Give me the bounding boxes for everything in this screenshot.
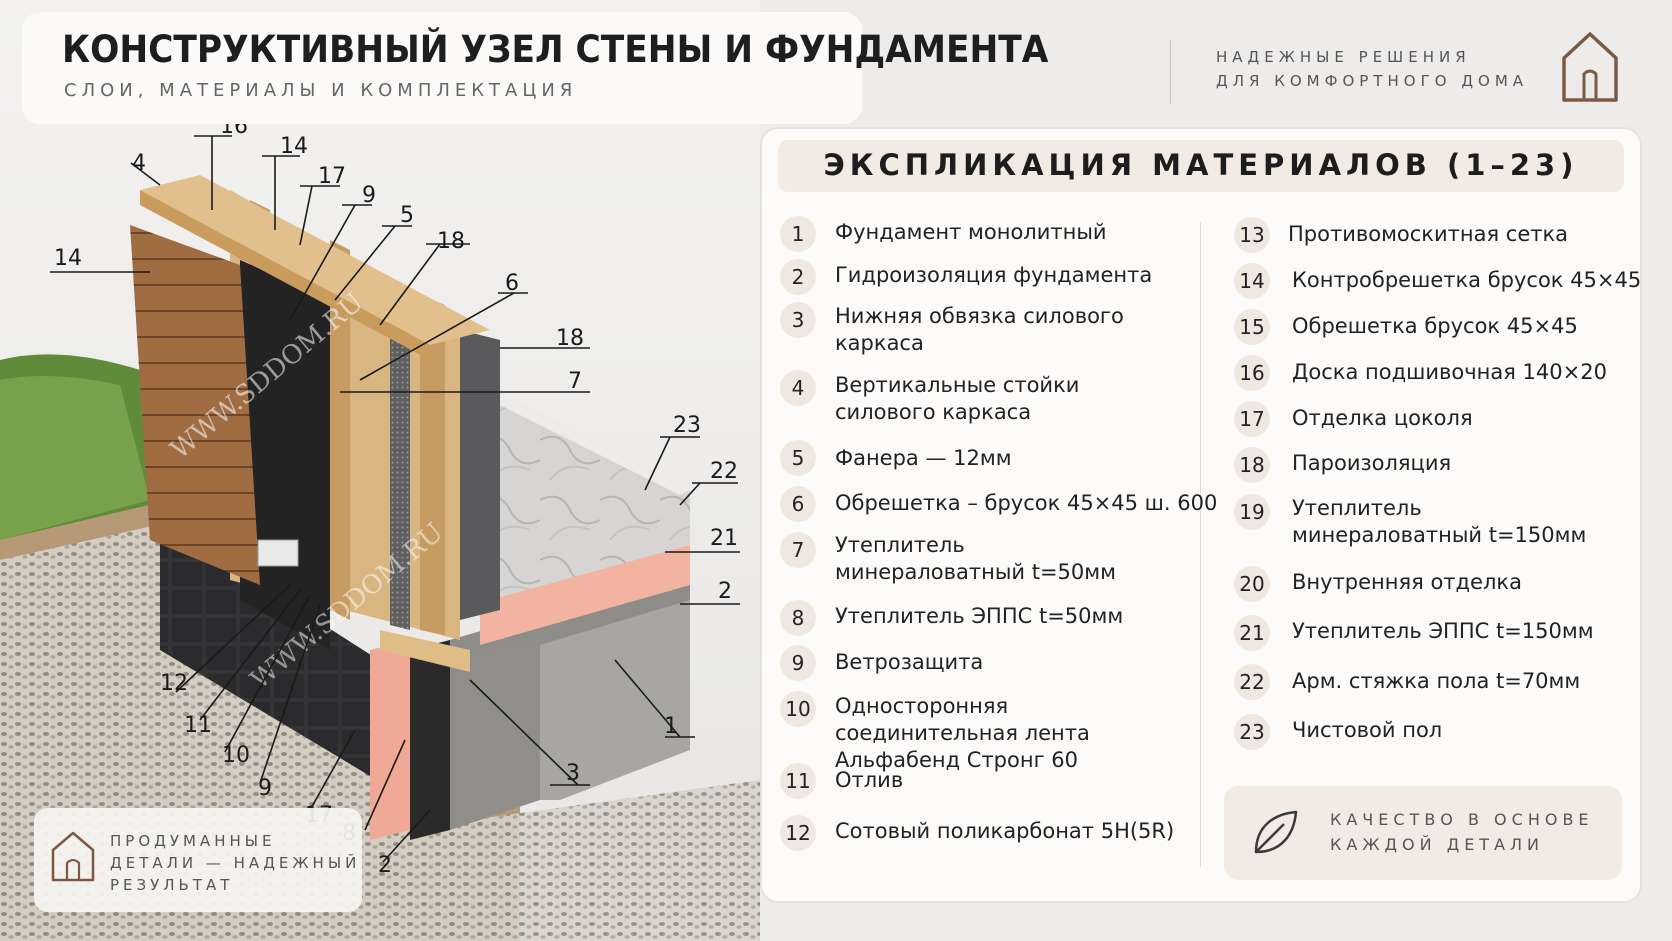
legend-column-divider [1200, 222, 1201, 867]
legend-number: 19 [1234, 494, 1270, 530]
legend-item-text: Утеплитель ЭППС t=150мм [1292, 619, 1594, 643]
page-subtitle: СЛОИ, МАТЕРИАЛЫ И КОМПЛЕКТАЦИЯ [64, 80, 578, 101]
legend-number: 8 [780, 600, 816, 636]
house-icon [1562, 32, 1618, 102]
legend-number: 12 [780, 815, 816, 851]
legend-number: 14 [1234, 263, 1270, 299]
siding-boards [130, 225, 260, 585]
legend-item-text: Обрешетка – брусок 45×45 ш. 600 [835, 491, 1218, 515]
legend-number: 1 [780, 216, 816, 252]
header-card [22, 12, 862, 124]
inner-finish [460, 330, 500, 620]
callout-18: 18 [556, 326, 584, 351]
legend-item-text: Утеплитель ЭППС t=50мм [835, 604, 1124, 628]
callout-12: 11 [184, 713, 212, 738]
eps-floor [480, 545, 690, 645]
legend-item-text: Ветрозащита [835, 650, 984, 674]
callout-20: 17 [318, 164, 346, 189]
legend-item-text: Утеплитель минераловатный t=150мм [1292, 496, 1587, 547]
callout-11: 10 [222, 743, 250, 768]
legend-number: 9 [780, 645, 816, 681]
callout-10: 9 [258, 776, 272, 801]
legend-item-text: Сотовый поликарбонат 5Н(5R) [835, 819, 1175, 843]
callout-23: 23 [673, 413, 701, 438]
legend-item-text: Внутренняя отделка [1292, 570, 1522, 594]
legend-item-text: Гидроизоляция фундамента [835, 263, 1153, 287]
legend-title: ЭКСПЛИКАЦИЯ МАТЕРИАЛОВ (1–23) [823, 148, 1579, 182]
legend-number: 17 [1234, 401, 1270, 437]
brand-tagline-line1: НАДЕЖНЫЕ РЕШЕНИЯ [1216, 48, 1471, 66]
waterproofing [410, 640, 450, 840]
legend-number: 18 [1234, 447, 1270, 483]
callout-2-bottom: 2 [378, 853, 392, 878]
legend-number: 7 [780, 532, 816, 568]
callout-7: 7 [568, 369, 582, 394]
legend-number: 5 [780, 440, 816, 476]
legend-number: 22 [1234, 664, 1270, 700]
legend-number: 11 [780, 763, 816, 799]
legend-item-text: Отлив [835, 768, 904, 792]
callout-14: 14 [280, 134, 308, 159]
leaf-icon [1254, 810, 1298, 854]
legend-item-text: Противомоскитная сетка [1288, 222, 1569, 246]
brand-divider [1170, 40, 1171, 104]
callout-5: 5 [400, 203, 414, 228]
legend-number: 23 [1234, 714, 1270, 750]
wall-foundation-illustration: WWW.SDDOM.RU WWW.SDDOM.RU [0, 0, 760, 941]
legend-item-text: Арм. стяжка пола t=70мм [1292, 669, 1581, 693]
plinth-blocks [160, 520, 410, 800]
vent-grille [257, 539, 299, 567]
legend-item-text: Пароизоляция [1292, 451, 1452, 475]
brand-tagline-line2: ДЛЯ КОМФОРТНОГО ДОМА [1216, 72, 1529, 90]
details-note-line3: РЕЗУЛЬТАТ [110, 876, 234, 894]
legend-number: 10 [780, 691, 816, 727]
house-icon [51, 831, 95, 882]
legend-number: 16 [1234, 355, 1270, 391]
legend-item-text: Чистовой пол [1292, 718, 1443, 742]
legend-item-text: Доска подшивочная 140×20 [1292, 360, 1607, 384]
callout-1: 1 [664, 714, 678, 739]
legend-number: 3 [780, 302, 816, 338]
legend-item-text: Фундамент монолитный [835, 220, 1107, 244]
callout-3: 3 [566, 761, 580, 786]
details-note-line2: ДЕТАЛИ — НАДЕЖНЫЙ [110, 854, 361, 872]
legend-item-text: Отделка цоколя [1292, 406, 1473, 430]
callout-4: 4 [132, 151, 146, 176]
legend-number: 21 [1234, 615, 1270, 651]
callout-13: 12 [160, 671, 188, 696]
details-note-card [34, 808, 362, 912]
quality-line1: КАЧЕСТВО В ОСНОВЕ [1330, 810, 1594, 829]
legend-panel [760, 127, 1642, 903]
legend-item-text: Обрешетка брусок 45×45 [1292, 314, 1578, 338]
callout-22: 22 [710, 459, 738, 484]
eps-insulation [370, 640, 410, 840]
legend-item-text: Утеплитель минераловатный t=50мм [835, 533, 1116, 584]
callout-21: 21 [710, 526, 738, 551]
legend-number: 15 [1234, 309, 1270, 345]
callout-6: 6 [505, 271, 519, 296]
legend-item-text: Нижняя обвязка силового каркаса [835, 304, 1124, 355]
legend-item-text: Фанера — 12мм [835, 446, 1012, 470]
callout-18-top: 18 [437, 229, 465, 254]
legend-header-bar [778, 140, 1624, 192]
page-title: КОНСТРУКТИВНЫЙ УЗЕЛ СТЕНЫ И ФУНДАМЕНТА [62, 28, 1049, 71]
legend-number: 13 [1234, 217, 1270, 253]
mineral-wool [390, 280, 410, 630]
legend-item-text: Вертикальные стойки силового каркаса [835, 373, 1080, 424]
legend-number: 2 [780, 259, 816, 295]
quality-line2: КАЖДОЙ ДЕТАЛИ [1330, 835, 1545, 854]
callout-2-right: 2 [718, 579, 732, 604]
top-plate [140, 175, 490, 345]
legend-item-text: Односторонняя соединительная лента Альфа… [835, 694, 1090, 772]
floor-finish [490, 390, 690, 600]
leader-lines [50, 135, 740, 863]
legend-number: 20 [1234, 566, 1270, 602]
details-note-line1: ПРОДУМАННЫЕ [110, 832, 276, 850]
callout-9: 9 [362, 183, 376, 208]
legend-number: 6 [780, 486, 816, 522]
bottom-plate [380, 630, 470, 672]
callout-16: 14 [54, 246, 82, 271]
legend-number: 4 [780, 370, 816, 406]
legend-item-text: Контробрешетка брусок 45×45 [1292, 268, 1642, 292]
